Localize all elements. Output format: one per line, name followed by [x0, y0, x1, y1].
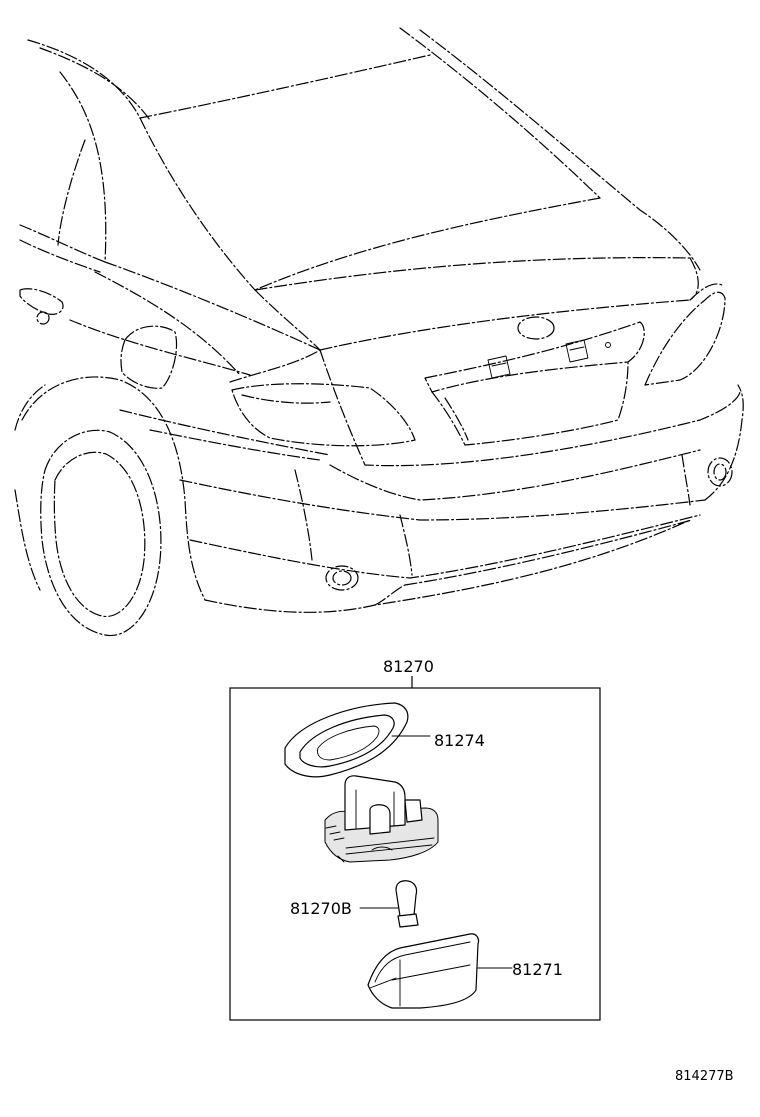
callout-81271: 81271	[512, 960, 563, 979]
lamp-socket-unit	[324, 775, 439, 863]
diagram-reference-number: 814277B	[675, 1069, 734, 1084]
callout-81270: 81270	[383, 657, 434, 676]
lamp-housing	[367, 933, 513, 1009]
license-lamp-lens	[284, 702, 431, 778]
assembly-box	[229, 676, 601, 1021]
callout-81274: 81274	[434, 731, 485, 750]
wedge-bulb	[359, 880, 419, 928]
car-rear-illustration	[14, 27, 744, 637]
callout-81270b: 81270B	[290, 899, 352, 918]
